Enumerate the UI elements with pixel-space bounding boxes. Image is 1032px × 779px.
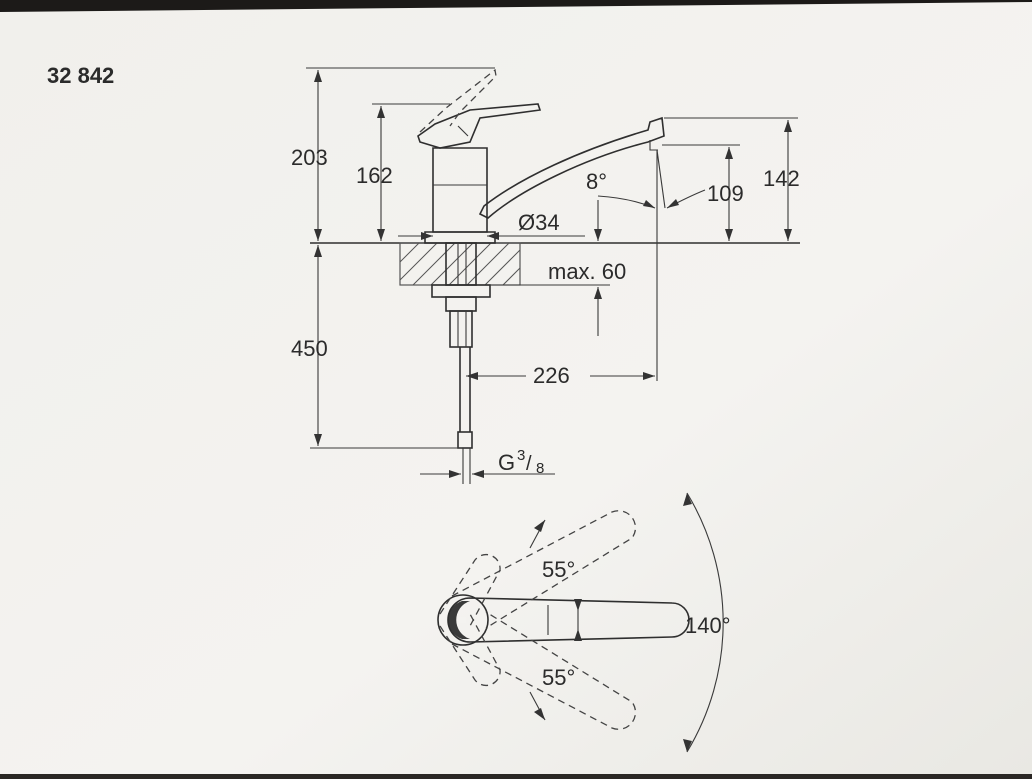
dim-reach (466, 210, 658, 381)
rotation-label-total: 140° (685, 613, 731, 638)
background-edge (0, 0, 1032, 12)
dim-max-thickness (490, 200, 610, 336)
lever-position-up-dashed (439, 510, 637, 629)
model-number: 32 842 (47, 63, 114, 88)
thread-prefix: G (498, 450, 515, 475)
dim-label-max60: max. 60 (548, 259, 626, 284)
rotation-label-down: 55° (542, 665, 575, 690)
dim-lever-height (372, 103, 450, 241)
dim-total-height (306, 67, 495, 241)
lever-top-view (437, 594, 690, 646)
dim-spout-lower (662, 144, 740, 241)
thread-denominator: 8 (536, 460, 544, 477)
thread-slash: / (526, 453, 532, 475)
dim-label-450: 450 (291, 336, 328, 361)
dim-base-diameter (398, 232, 585, 240)
dim-spout-upper (664, 117, 798, 241)
dim-label-8deg: 8° (586, 169, 607, 194)
thread-numerator: 3 (517, 447, 525, 464)
dim-label-142: 142 (763, 166, 800, 191)
faucet-body (417, 68, 665, 244)
mounting-assembly (431, 242, 491, 348)
dim-label-226: 226 (533, 363, 570, 388)
dim-spout-angle (597, 149, 706, 210)
dim-label-162: 162 (356, 163, 393, 188)
dim-label-diameter: Ø34 (518, 210, 560, 235)
dim-label-109: 109 (707, 181, 744, 206)
dim-hose-length (310, 245, 462, 449)
dim-label-203: 203 (291, 145, 328, 170)
rotation-angle-arcs (529, 492, 724, 753)
supply-hose (457, 347, 473, 484)
dim-thread (420, 470, 555, 478)
rotation-label-up: 55° (542, 557, 575, 582)
lever-position-down-dashed (439, 611, 637, 730)
